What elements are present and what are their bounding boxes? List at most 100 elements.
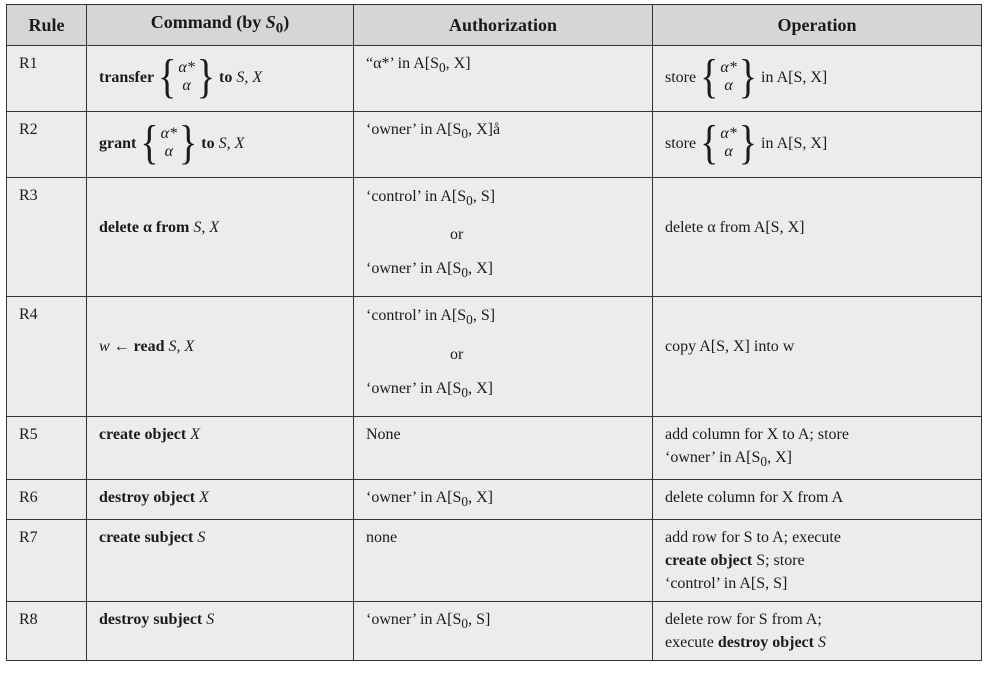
brace-top: α* — [178, 59, 195, 76]
command-cell: transfer {α*α} to S, X — [86, 45, 354, 112]
header-command-post: ) — [283, 12, 290, 33]
command-cell: create object X — [86, 415, 354, 480]
auth-end: , S] — [472, 188, 496, 205]
auth-owner: ‘owner’ in A[S — [366, 379, 462, 397]
auth-end: , X] — [468, 488, 493, 506]
command-word: transfer — [99, 68, 155, 86]
auth-text: ‘owner’ in A[S — [366, 488, 462, 506]
command-cell: grant {α*α} to S, X — [86, 111, 354, 178]
operation-cell: copy A[S, X] into w — [652, 296, 982, 417]
auth-or: or — [450, 345, 464, 363]
rule-label: R6 — [19, 488, 38, 506]
authorization-cell: None — [353, 415, 653, 480]
command-args: S, X — [164, 338, 195, 356]
table-row: R4 w ← read S, X ‘control’ in A[S0, S] o… — [6, 296, 982, 417]
rule-cell: R6 — [6, 478, 87, 521]
authorization-cell: ‘owner’ in A[S0, S] — [353, 601, 653, 662]
op-sub: 0 — [760, 453, 768, 469]
command-cell: destroy object X — [86, 478, 354, 521]
header-authorization: Authorization — [353, 4, 653, 46]
table-row: R6 destroy object X ‘owner’ in A[S0, X] … — [6, 478, 982, 521]
auth-end: , X] — [445, 55, 471, 72]
op-text: copy A[S, X] into w — [665, 338, 795, 356]
auth-sub: 0 — [461, 494, 469, 510]
auth-end: , S] — [468, 611, 491, 629]
rule-label: R8 — [19, 611, 38, 629]
command-args: X — [195, 488, 209, 506]
table-row: R8 destroy subject S ‘owner’ in A[S0, S]… — [6, 601, 982, 662]
authorization-cell: none — [353, 519, 653, 603]
rule-label: R5 — [19, 425, 38, 443]
authorization-cell: ‘control’ in A[S0, S] or ‘owner’ in A[S0… — [353, 176, 653, 298]
authorization-cell: ‘owner’ in A[S0, X] — [353, 478, 653, 521]
rule-label: R4 — [19, 306, 38, 324]
header-operation: Operation — [652, 4, 982, 46]
rule-cell: R2 — [6, 111, 87, 178]
auth-text: ‘owner’ in A[S — [366, 611, 462, 629]
auth-end: , S] — [472, 307, 496, 325]
header-command-sub: S — [265, 12, 276, 33]
rule-cell: R4 — [6, 296, 87, 417]
op-pre: store — [665, 134, 697, 152]
command-tail: to — [219, 68, 233, 86]
header-command-sub0: 0 — [275, 20, 284, 37]
op-text: delete column for X from A — [665, 488, 844, 506]
header-row: Rule Command (by S0) Authorization Opera… — [6, 4, 982, 46]
auth-control: ‘control’ in A[S — [366, 307, 467, 325]
command-word: destroy subject — [99, 611, 203, 629]
auth-owner: ‘owner’ in A[S — [366, 260, 462, 278]
rule-cell: R5 — [6, 415, 87, 480]
operation-cell: delete α from A[S, X] — [652, 176, 982, 298]
command-word: create object — [99, 425, 187, 443]
table-row: R1 transfer {α*α} to S, X “α*’ in A[S0, … — [6, 45, 982, 112]
brace-top: α* — [720, 59, 737, 76]
operation-cell: delete column for X from A — [652, 478, 982, 521]
op-line-1: delete row for S from A; — [665, 611, 822, 629]
authorization-cell: ‘control’ in A[S0, S] or ‘owner’ in A[S0… — [353, 296, 653, 417]
rule-cell: R8 — [6, 601, 87, 662]
op-line-2-pre: execute — [665, 634, 718, 652]
command-args: S, X — [232, 68, 263, 86]
access-rules-table: Rule Command (by S0) Authorization Opera… — [6, 4, 982, 662]
op-line-3: ‘control’ in A[S, S] — [665, 575, 788, 593]
authorization-cell: ‘owner’ in A[S0, X]å — [353, 111, 653, 178]
rule-label: R7 — [19, 529, 38, 547]
brace-bottom: α — [724, 77, 733, 94]
command-args: S — [202, 611, 215, 629]
alpha-brace: {α*α} — [700, 50, 758, 104]
operation-cell: store {α*α} in A[S, X] — [652, 45, 982, 112]
auth-sub: 0 — [461, 616, 469, 632]
brace-bottom: α — [164, 143, 173, 160]
auth-or: or — [450, 226, 464, 244]
op-line-2: ‘owner’ in A[S — [665, 448, 761, 466]
command-args: S — [193, 529, 206, 547]
op-text: delete α from A[S, X] — [665, 219, 805, 236]
command-args: S, X — [214, 134, 245, 152]
auth-sub: 0 — [466, 193, 473, 209]
rule-label: R3 — [19, 187, 38, 204]
table-row: R5 create object X None add column for X… — [6, 415, 982, 480]
alpha-brace: {α*α} — [700, 116, 758, 170]
command-word: grant — [99, 134, 137, 152]
operation-cell: add row for S to A; execute create objec… — [652, 519, 982, 603]
brace-bottom: α — [724, 143, 733, 160]
brace-top: α* — [720, 125, 737, 142]
op-line-1: add column for X to A; store — [665, 425, 849, 443]
auth-end: , X]å — [468, 121, 501, 138]
auth-sub: 0 — [461, 265, 469, 281]
auth-sub: 0 — [461, 384, 469, 400]
op-post: in A[S, X] — [761, 68, 828, 86]
table-row: R7 create subject S none add row for S t… — [6, 519, 982, 603]
op-line-2-bold: destroy object — [717, 634, 814, 652]
op-post: in A[S, X] — [761, 134, 828, 152]
command-word: create subject — [99, 529, 194, 547]
rule-cell: R1 — [6, 45, 87, 112]
auth-end: , X] — [468, 379, 493, 397]
operation-cell: add column for X to A; store ‘owner’ in … — [652, 415, 982, 480]
command-word: destroy object — [99, 488, 196, 506]
alpha-brace: {α*α} — [140, 116, 198, 170]
auth-text: “α*’ in A[S — [366, 55, 439, 72]
auth-text: None — [366, 425, 401, 443]
op-line-2-rest: S; store — [752, 552, 805, 570]
command-pre: w ← — [99, 338, 134, 356]
